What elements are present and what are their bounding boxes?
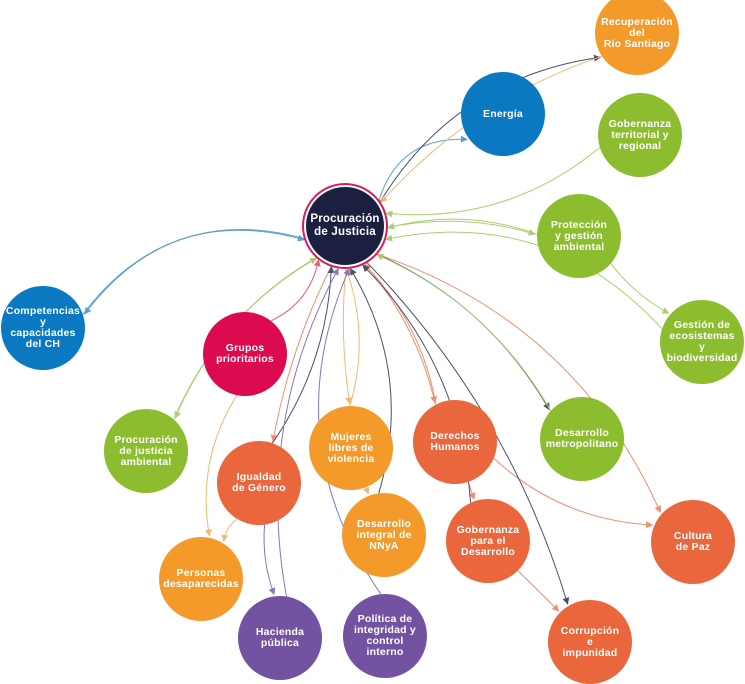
edge-grupos-prioritarios-to-personas-desaparecidas	[204, 394, 238, 537]
node-label: Mujeres libres de violencia	[327, 430, 375, 465]
node-label: Competencias y capacidades del CH	[5, 305, 81, 350]
node-label: Derechos Humanos	[430, 430, 480, 453]
node-politica-integridad[interactable]: Política de integridad y control interno	[343, 594, 427, 678]
node-label: Cultura de Paz	[673, 530, 713, 553]
edge-center-to-igualdad-genero	[270, 264, 333, 442]
node-energia[interactable]: Energía	[461, 72, 545, 156]
node-proteccion-gestion-ambiental[interactable]: Protección y gestión ambiental	[537, 194, 621, 278]
edge-mujeres-to-center	[344, 268, 360, 407]
node-label: Gobernanza para el Desarrollo	[456, 523, 520, 558]
node-gobernanza-territorial[interactable]: Gobernanza territorial y regional	[598, 93, 682, 177]
node-procuracion-de-justicia[interactable]: Procuración de Justicia	[304, 185, 386, 267]
edge-igualdad-genero-to-hacienda	[263, 524, 276, 596]
edge-gobernanza-territorial-to-center	[385, 147, 601, 218]
edge-derechos-humanos-to-cultura-paz	[493, 457, 654, 529]
node-derechos-humanos[interactable]: Derechos Humanos	[413, 400, 497, 484]
node-label: Recuperación del Río Santiago	[601, 15, 673, 50]
edge-desarrollo-metropolitano-to-center	[376, 254, 552, 412]
edge-competencias-to-center	[82, 229, 305, 315]
edge-center-to-energia	[377, 135, 468, 203]
node-label: Grupos prioritarios	[216, 342, 274, 365]
node-mujeres-libres-violencia[interactable]: Mujeres libres de violencia	[309, 406, 393, 490]
node-recuperacion-rio-santiago[interactable]: Recuperación del Río Santiago	[595, 0, 679, 75]
node-label: Hacienda pública	[255, 626, 305, 649]
node-grupos-prioritarios[interactable]: Grupos prioritarios	[203, 312, 287, 396]
edge-mujeres-to-nnya	[362, 486, 370, 495]
edge-gobernanza-desarrollo-to-corrupcion	[517, 570, 560, 612]
node-label: Energía	[483, 107, 523, 120]
node-hacienda-publica[interactable]: Hacienda pública	[238, 596, 322, 680]
node-igualdad-de-genero[interactable]: Igualdad de Género	[217, 441, 301, 525]
node-label: Desarrollo metropolitano	[545, 427, 619, 450]
node-label: Igualdad de Género	[232, 471, 286, 494]
node-desarrollo-metropolitano[interactable]: Desarrollo metropolitano	[540, 397, 624, 481]
edge-center-to-derechos-humanos	[363, 262, 437, 404]
node-label: Personas desaparecidas	[163, 567, 239, 590]
node-label: Desarrollo integral de NNyA	[356, 517, 412, 552]
node-cultura-de-paz[interactable]: Cultura de Paz	[651, 500, 735, 584]
edge-proteccion-ambiental-to-ecosistemas	[610, 263, 670, 314]
edge-center-to-cultura-paz	[375, 253, 662, 514]
node-label: Procuración de justicia ambiental	[114, 433, 178, 468]
edge-center-to-competencias	[84, 229, 307, 315]
edge-derechos-humanos-to-center	[364, 263, 437, 405]
edge-center-to-mujeres	[342, 266, 353, 405]
edge-igualdad-genero-to-personas-desaparecidas	[221, 518, 238, 542]
node-label: Gestión de ecosistemas y biodiversidad	[666, 319, 738, 364]
node-label: Protección y gestión ambiental	[550, 218, 608, 253]
edge-hacienda-to-center	[277, 267, 339, 597]
node-procuracion-justicia-ambiental[interactable]: Procuración de justicia ambiental	[104, 409, 188, 493]
node-label: Gobernanza territorial y regional	[608, 117, 672, 152]
node-gestion-ecosistemas[interactable]: Gestión de ecosistemas y biodiversidad	[660, 300, 744, 384]
connection-edges	[82, 54, 670, 612]
node-label: Procuración de Justicia	[310, 213, 380, 238]
edge-proteccion-ambiental-to-center	[387, 218, 538, 235]
edge-center-to-proteccion-ambiental	[385, 220, 536, 236]
node-desarrollo-integral-nnya[interactable]: Desarrollo integral de NNyA	[342, 493, 426, 577]
edge-ecosistemas-to-center	[385, 231, 663, 330]
node-label: Corrupción e impunidad	[560, 624, 620, 659]
node-competencias-capacidades[interactable]: Competencias y capacidades del CH	[1, 286, 85, 370]
edge-grupos-prioritarios-to-center	[270, 259, 321, 322]
node-personas-desaparecidas[interactable]: Personas desaparecidas	[159, 537, 243, 621]
node-corrupcion-impunidad[interactable]: Corrupción e impunidad	[548, 600, 632, 684]
node-gobernanza-para-desarrollo[interactable]: Gobernanza para el Desarrollo	[446, 499, 530, 583]
node-label: Política de integridad y control interno	[354, 613, 416, 658]
